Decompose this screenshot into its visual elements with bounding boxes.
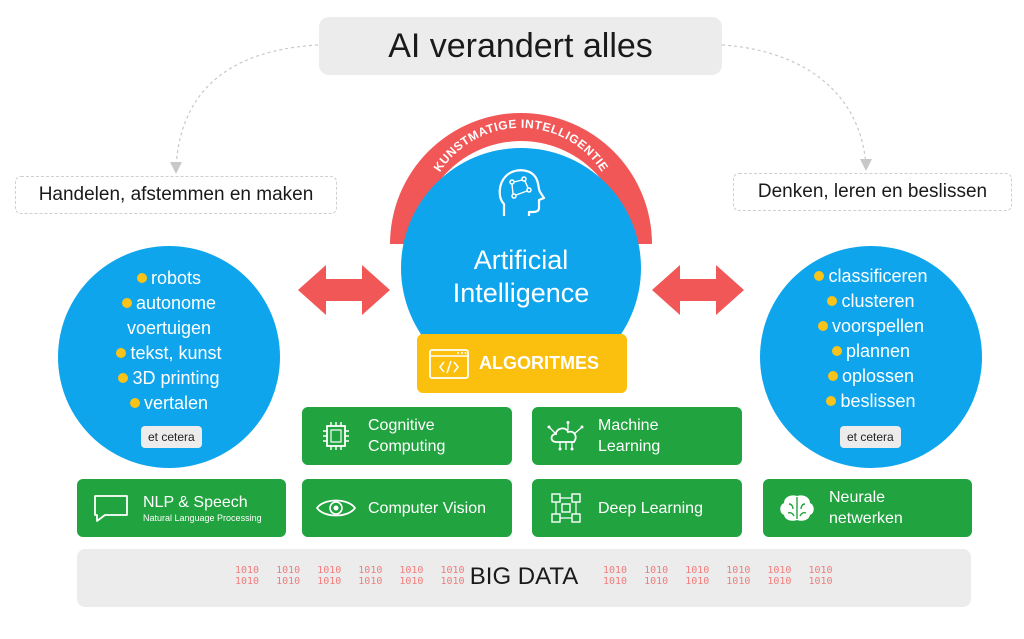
list-item: clusteren xyxy=(760,289,982,314)
ai-label: Artificial Intelligence xyxy=(452,245,590,308)
bullet-icon xyxy=(136,273,147,283)
brain-icon xyxy=(780,495,814,521)
left-connector-arrowhead xyxy=(170,162,182,174)
bullet-icon xyxy=(827,371,838,381)
bullet-icon xyxy=(817,321,828,331)
right-double-arrow xyxy=(652,265,744,315)
right-dashed-connector xyxy=(721,44,867,166)
right-heading: Denken, leren en beslissen xyxy=(733,173,1012,211)
left-capabilities-circle: robots autonome voertuigen tekst, kunst … xyxy=(58,246,280,468)
list-item: classificeren xyxy=(760,264,982,289)
list-item: autonome xyxy=(58,291,280,316)
algorithms-label: ALGORITMES xyxy=(479,353,599,373)
bullet-icon xyxy=(118,373,129,383)
brain-head-icon xyxy=(498,169,546,216)
code-window-icon xyxy=(429,348,469,379)
list-item: robots xyxy=(58,266,280,291)
circuit-grid-icon xyxy=(551,493,581,523)
computer-vision-label: Computer Vision xyxy=(368,499,486,517)
list-item: plannen xyxy=(760,339,982,364)
list-item: 3D printing xyxy=(58,366,280,391)
left-etc-badge: et cetera xyxy=(141,426,202,448)
list-item: vertalen xyxy=(58,391,280,416)
nlp-sub-label: Natural Language Processing xyxy=(143,513,262,523)
list-item: oplossen xyxy=(760,364,982,389)
left-dashed-connector xyxy=(175,44,319,169)
big-data-label: BIG DATA xyxy=(469,563,579,590)
right-connector-arrowhead xyxy=(860,159,872,171)
arc-band xyxy=(390,113,652,244)
cloud-network-icon xyxy=(547,421,584,451)
deep-learning-box: Deep Learning xyxy=(532,479,742,537)
list-item: voertuigen xyxy=(126,318,212,338)
list-item: voorspellen xyxy=(760,314,982,339)
right-capabilities-circle: classificeren clusteren voorspellen plan… xyxy=(760,246,982,468)
speech-bubble-icon xyxy=(94,495,128,522)
right-etc-badge: et cetera xyxy=(840,426,901,448)
chip-icon xyxy=(323,422,349,450)
deep-learning-label: Deep Learning xyxy=(598,499,703,517)
bullet-icon xyxy=(129,398,140,408)
bullet-icon xyxy=(116,348,127,358)
bullet-icon xyxy=(814,271,825,281)
left-list: robots autonome voertuigen tekst, kunst … xyxy=(58,266,280,416)
bullet-icon xyxy=(827,296,838,306)
right-list: classificeren clusteren voorspellen plan… xyxy=(760,264,982,414)
algorithms-box: ALGORITMES xyxy=(417,334,627,393)
eye-icon xyxy=(315,499,357,517)
bullet-icon xyxy=(831,346,842,356)
list-item: tekst, kunst xyxy=(58,341,280,366)
page-title: AI verandert alles xyxy=(319,17,722,75)
bullet-icon xyxy=(826,396,837,406)
left-double-arrow xyxy=(298,265,390,315)
computer-vision-box: Computer Vision xyxy=(302,479,512,537)
list-item: beslissen xyxy=(760,389,982,414)
left-heading: Handelen, afstemmen en maken xyxy=(15,176,337,214)
bullet-icon xyxy=(121,298,132,308)
